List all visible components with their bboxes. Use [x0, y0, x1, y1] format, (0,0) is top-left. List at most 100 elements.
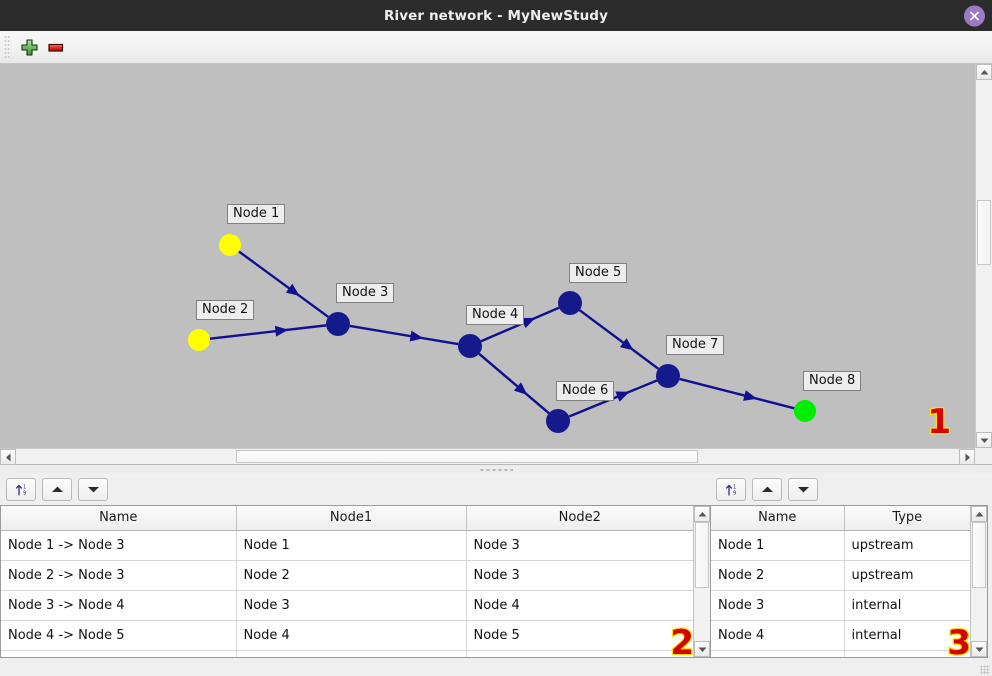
nodes-vscroll-track[interactable] — [971, 522, 987, 641]
sort-nodes-button[interactable]: 1 9 — [716, 478, 746, 501]
graph-hscroll-thumb[interactable] — [236, 450, 698, 463]
sort-reaches-button[interactable]: 1 9 — [6, 478, 36, 501]
graph-vertical-scrollbar[interactable] — [975, 64, 992, 448]
table-cell-empty — [236, 650, 467, 657]
graph-node-node-4[interactable] — [458, 334, 482, 358]
move-node-down-button[interactable] — [788, 478, 818, 501]
table-cell[interactable]: Node 2 — [711, 560, 845, 591]
graph-node-node-1[interactable] — [219, 234, 241, 256]
nodes-vscroll-thumb[interactable] — [972, 522, 986, 588]
add-node-button[interactable] — [16, 34, 42, 60]
scroll-right-button[interactable] — [959, 449, 975, 465]
table-cell[interactable]: Node 3 — [466, 530, 693, 561]
table-cell[interactable]: Node 2 -> Node 3 — [1, 560, 237, 591]
delete-node-button[interactable] — [42, 34, 68, 60]
graph-node-label-node-6[interactable]: Node 6 — [556, 381, 615, 401]
network-graph-canvas[interactable]: Node 1 Node 2 Node 3 Node 4 Node 5 Node 6 Node… — [0, 64, 975, 448]
graph-node-node-6[interactable] — [546, 409, 570, 433]
reaches-vscroll-thumb[interactable] — [695, 522, 709, 588]
table-cell[interactable]: upstream — [844, 560, 970, 591]
reaches-scroll-down-button[interactable] — [694, 641, 710, 657]
graph-node-node-5[interactable] — [558, 291, 582, 315]
graph-edge[interactable] — [478, 352, 550, 415]
table-cell[interactable]: Node 1 -> Node 3 — [1, 530, 237, 561]
table-cell[interactable]: Node 1 — [711, 530, 845, 561]
toolbar-drag-handle[interactable] — [4, 35, 11, 59]
graph-node-label-node-8[interactable]: Node 8 — [803, 371, 862, 391]
column-header-type[interactable]: Type — [844, 506, 970, 531]
table-cell[interactable]: Node 4 -> Node 5 — [1, 620, 237, 651]
table-cell[interactable]: Node 4 — [236, 620, 467, 651]
graph-node-label-node-2[interactable]: Node 2 — [196, 300, 255, 320]
graph-vscroll-thumb[interactable] — [977, 200, 991, 265]
graph-node-node-8[interactable] — [794, 400, 816, 422]
scroll-down-button[interactable] — [976, 432, 992, 448]
table-cell[interactable]: Node 1 — [236, 530, 467, 561]
move-node-up-button[interactable] — [752, 478, 782, 501]
table-cell[interactable]: Node 2 — [236, 560, 467, 591]
window-resize-grip[interactable] — [980, 665, 990, 675]
edge-arrow-icon — [285, 283, 300, 296]
network-graph-panel: Node 1 Node 2 Node 3 Node 4 Node 5 Node 6 Node… — [0, 64, 992, 465]
close-window-button[interactable] — [964, 5, 985, 26]
table-cell[interactable]: Node 3 — [711, 590, 845, 621]
reaches-vscroll-track[interactable] — [694, 522, 710, 641]
scroll-left-button[interactable] — [0, 449, 16, 465]
table-cell[interactable]: internal — [844, 590, 970, 621]
nodes-scroll-down-button[interactable] — [971, 641, 987, 657]
graph-node-label-node-1[interactable]: Node 1 — [227, 204, 286, 224]
table-cell[interactable]: Node 4 — [466, 590, 693, 621]
graph-edge[interactable] — [209, 324, 327, 340]
graph-edge[interactable] — [238, 250, 330, 318]
graph-node-node-3[interactable] — [326, 312, 350, 336]
table-cell[interactable]: Node 4 — [711, 620, 845, 651]
column-header-name[interactable]: Name — [1, 506, 237, 531]
panel-splitter[interactable] — [0, 464, 992, 474]
table-cell[interactable]: Node 3 — [236, 590, 467, 621]
graph-vscroll-track[interactable] — [976, 80, 992, 432]
move-reach-up-button[interactable] — [42, 478, 72, 501]
table-cell[interactable]: Node 3 -> Node 4 — [1, 590, 237, 621]
nodes-vertical-scrollbar[interactable] — [970, 506, 987, 657]
graph-node-label-node-4[interactable]: Node 4 — [466, 305, 525, 325]
reaches-scroll-up-button[interactable] — [694, 506, 710, 522]
graph-hscroll-track[interactable] — [16, 449, 959, 464]
graph-node-node-2[interactable] — [188, 329, 210, 351]
nodes-scroll-up-button[interactable] — [971, 506, 987, 522]
graph-node-label-node-3[interactable]: Node 3 — [336, 283, 395, 303]
scroll-up-button[interactable] — [976, 64, 992, 80]
column-header-node1[interactable]: Node1 — [236, 506, 467, 531]
graph-edge[interactable] — [349, 324, 459, 346]
table-cell[interactable]: Node 5 — [466, 620, 693, 651]
edge-arrow-icon — [521, 317, 536, 329]
move-reach-down-button[interactable] — [78, 478, 108, 501]
table-cell[interactable]: Node 3 — [466, 560, 693, 591]
graph-node-node-7[interactable] — [656, 364, 680, 388]
column-header-node2[interactable]: Node2 — [466, 506, 693, 531]
table-cell[interactable]: internal — [844, 620, 970, 651]
graph-edge[interactable] — [679, 377, 795, 410]
column-header-name[interactable]: Name — [711, 506, 845, 531]
table-cell[interactable]: upstream — [844, 530, 970, 561]
reaches-vertical-scrollbar[interactable] — [693, 506, 710, 657]
graph-horizontal-scrollbar[interactable] — [0, 448, 975, 465]
graph-node-label-node-7[interactable]: Node 7 — [666, 335, 725, 355]
graph-edge[interactable] — [578, 309, 660, 370]
graph-node-label-node-5[interactable]: Node 5 — [569, 263, 628, 283]
